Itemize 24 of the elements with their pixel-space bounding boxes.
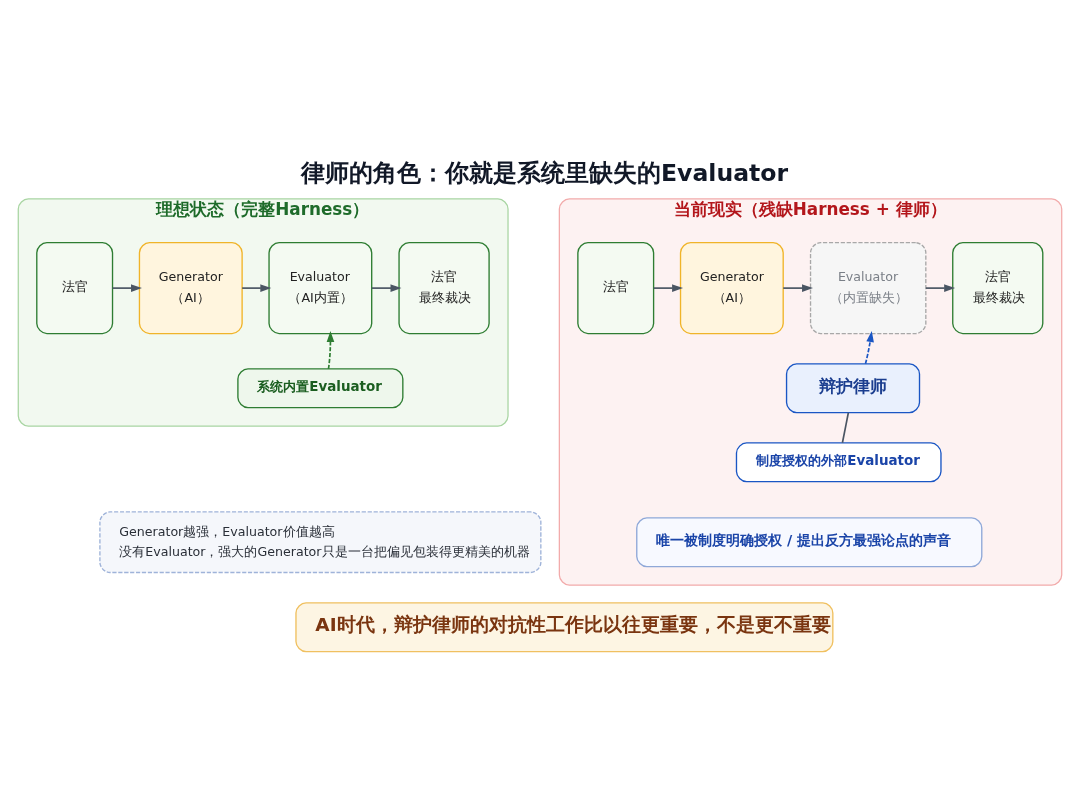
arrow xyxy=(326,330,335,370)
node-box: 系统内置Evaluator xyxy=(237,367,404,408)
node-box: 法官 xyxy=(577,241,655,334)
arrow xyxy=(925,283,956,292)
node-box: 制度授权的外部Evaluator xyxy=(735,441,942,482)
connector xyxy=(841,411,850,444)
arrow xyxy=(782,283,813,292)
node-box: Generator （AI） xyxy=(138,241,243,334)
node-box: 辩护律师 xyxy=(785,362,921,413)
arrow xyxy=(241,283,272,292)
node-box: Generator （AI） xyxy=(679,241,784,334)
node-box: 法官 最终裁决 xyxy=(398,241,490,334)
node-box: AI时代，辩护律师的对抗性工作比以往更重要，不是更不重要 xyxy=(295,601,834,652)
node-box: Generator越强，Evaluator价值越高 没有Evaluator，强大的Generator只是一台把偏见包装得更精美的机器 xyxy=(99,510,542,573)
node-box: 法官 最终裁决 xyxy=(952,241,1044,334)
arrow xyxy=(652,283,684,292)
arrow xyxy=(864,330,874,364)
arrow xyxy=(371,283,402,292)
node-box: 唯一被制度明确授权 / 提出反方最强论点的声音 xyxy=(636,516,983,567)
node-box: Evaluator （内置缺失） xyxy=(809,241,927,334)
node-box: Evaluator （AI内置） xyxy=(268,241,373,334)
arrow xyxy=(111,283,142,292)
node-box: 法官 xyxy=(36,241,114,334)
diagram-title: 律师的角色：你就是系统里缺失的Evaluator xyxy=(301,158,789,187)
